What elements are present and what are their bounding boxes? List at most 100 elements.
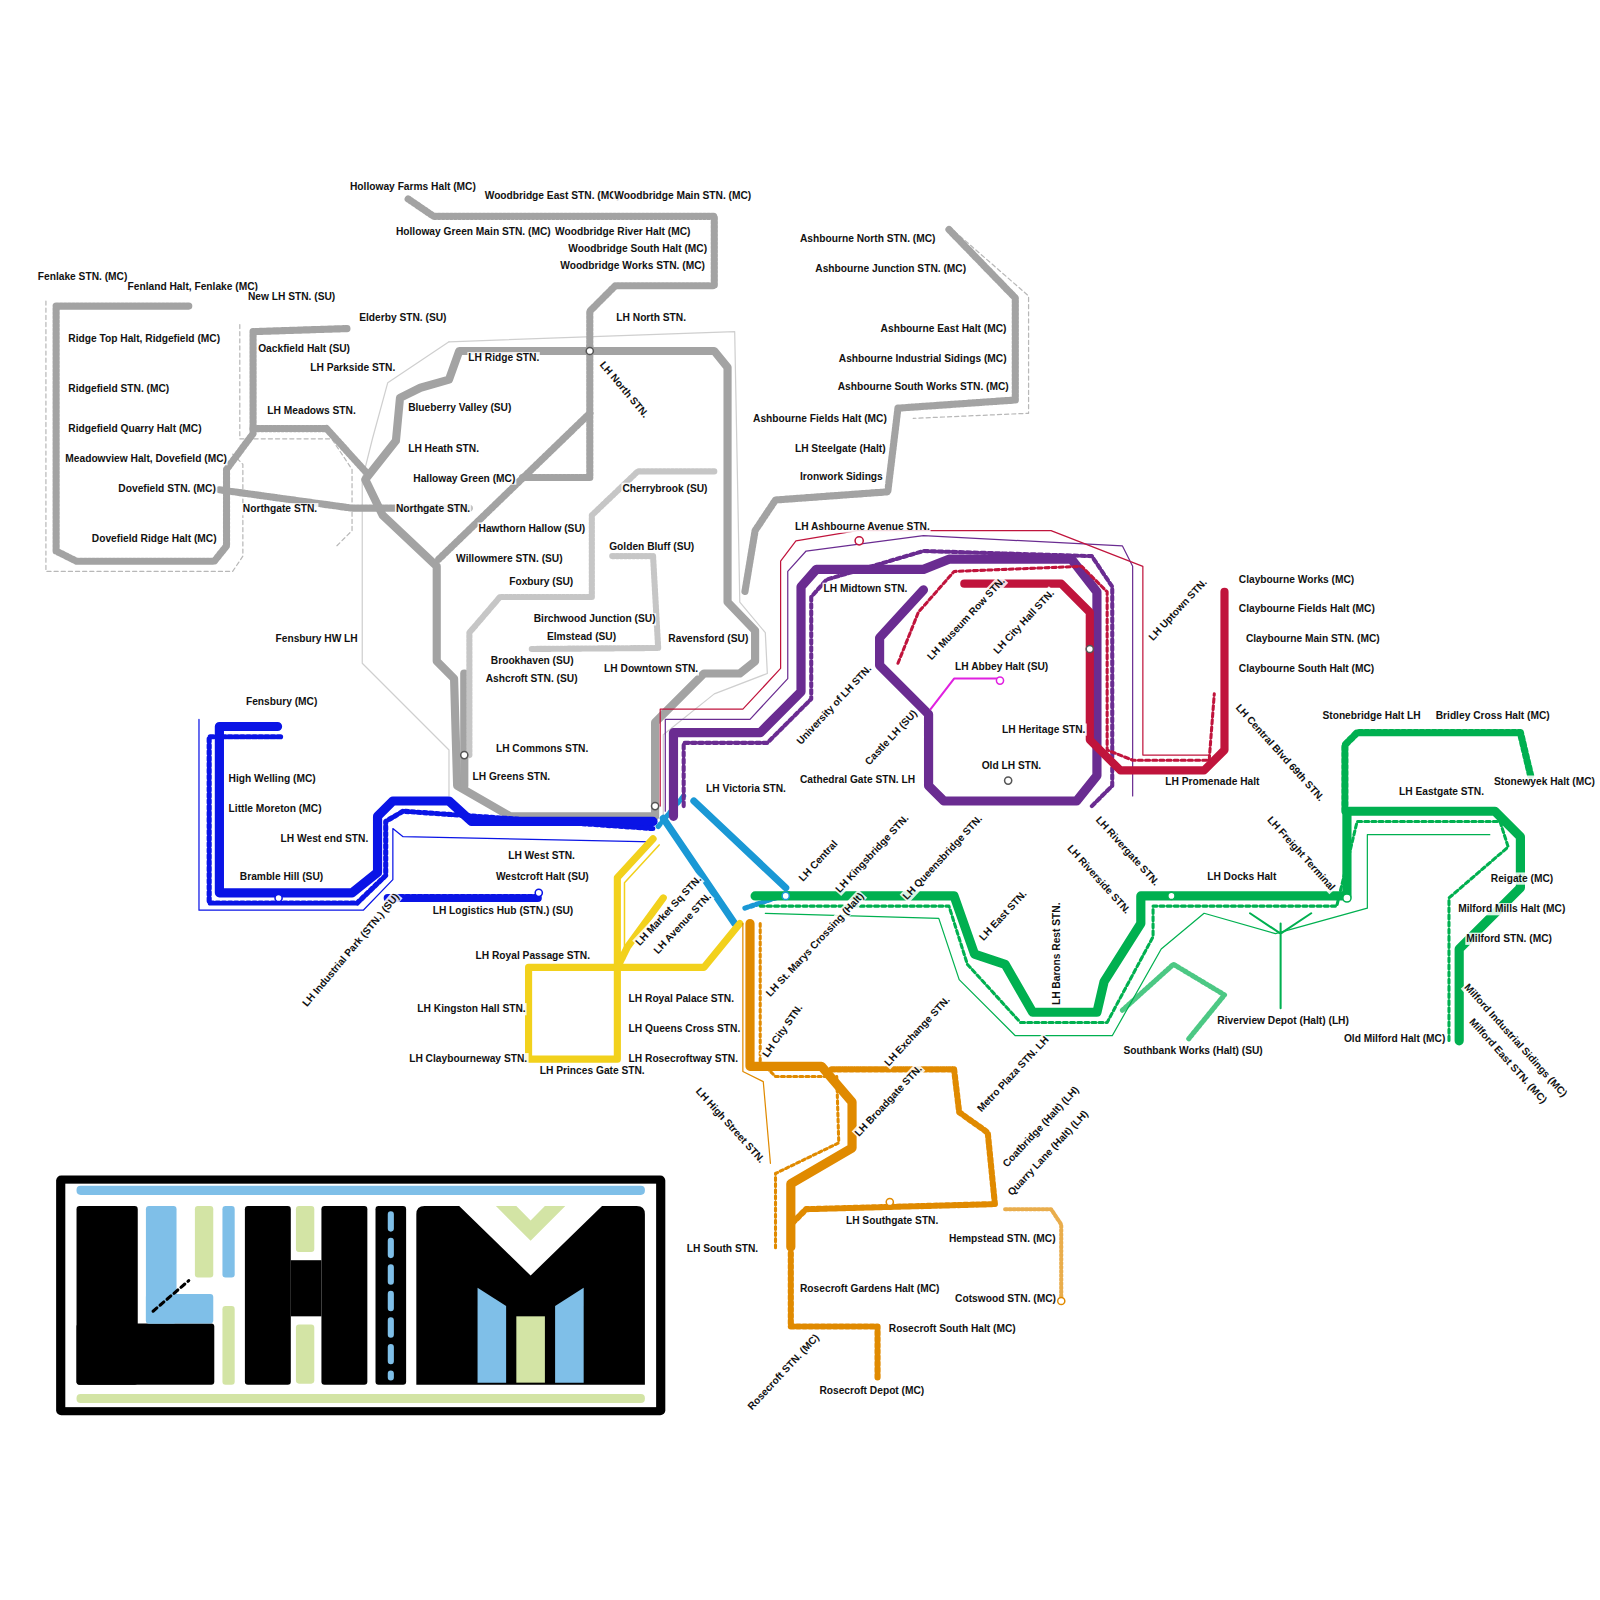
station-label: Northgate STN. bbox=[242, 503, 318, 515]
station-label: Foxbury (SU) bbox=[508, 576, 574, 588]
station-label: Ridge Top Halt, Ridgefield (MC) bbox=[67, 333, 221, 345]
station-label: LH Heath STN. bbox=[407, 443, 480, 455]
station-label: New LH STN. (SU) bbox=[247, 291, 336, 303]
station-label: Stonebridge Halt LH bbox=[1321, 710, 1421, 722]
station-label: LH Kingston Hall STN. bbox=[416, 1003, 526, 1015]
station-label: Old LH STN. bbox=[981, 760, 1043, 772]
station-label: Fensbury (MC) bbox=[245, 696, 318, 708]
station-label: Woodbridge River Halt (MC) bbox=[554, 226, 691, 238]
station-label: LH Midtown STN. bbox=[822, 583, 908, 595]
station-label: Reigate (MC) bbox=[1490, 872, 1554, 884]
station-label: LH South STN. bbox=[686, 1243, 759, 1255]
station-label: LH North STN. bbox=[615, 312, 687, 324]
station-label: LH Heritage STN. bbox=[1001, 723, 1086, 735]
station-label: LH Exchange STN. bbox=[881, 993, 953, 1069]
station-label: Elderby STN. (SU) bbox=[358, 312, 447, 324]
station-label: Ashbourne North STN. (MC) bbox=[799, 233, 937, 245]
station-label: Westcroft Halt (SU) bbox=[495, 870, 590, 882]
station-label: Woodbridge Works STN. (MC) bbox=[559, 260, 706, 272]
station-label: Oackfield Halt (SU) bbox=[257, 343, 351, 355]
station-label: LH Docks Halt bbox=[1206, 870, 1277, 882]
station-label: Northgate STN. bbox=[395, 503, 471, 515]
station-label: LH City STN. bbox=[759, 1001, 806, 1060]
station-label: LH Logistics Hub (STN.) (SU) bbox=[432, 905, 575, 917]
station-label: LH Steelgate (Halt) bbox=[794, 443, 887, 455]
station-label: Milford Mills Halt (MC) bbox=[1457, 903, 1566, 915]
station-label: Cotswood STN. (MC) bbox=[954, 1293, 1057, 1305]
station-label: LH Broadgate STN. bbox=[852, 1062, 926, 1140]
station-label: Claybourne Main STN. (MC) bbox=[1245, 633, 1381, 645]
station-label: Woodbridge Main STN. (MC) bbox=[613, 190, 752, 202]
station-label: Ashbourne Industrial Sidings (MC) bbox=[838, 353, 1008, 365]
station-label: Ashcroft STN. (SU) bbox=[485, 672, 579, 684]
station-label: LH City Hall STN. bbox=[990, 586, 1057, 657]
station-label: Holloway Farms Halt (MC) bbox=[349, 181, 477, 193]
station-label: Claybourne Fields Halt (MC) bbox=[1238, 603, 1376, 615]
station-label: Ashbourne East Halt (MC) bbox=[880, 322, 1008, 334]
station-label: LH East STN. bbox=[976, 887, 1030, 944]
station-label: Blueberry Valley (SU) bbox=[407, 402, 512, 414]
station-label: LH Queensbridge STN. bbox=[900, 812, 986, 903]
station-label: Ashbourne Junction STN. (MC) bbox=[814, 263, 967, 275]
station-label: Golden Bluff (SU) bbox=[608, 541, 695, 553]
station-label: LH Greens STN. bbox=[471, 770, 551, 782]
station-label: Rosecroft STN. (MC) bbox=[745, 1331, 823, 1413]
station-label: LH Ashbourne Avenue STN. bbox=[794, 520, 931, 532]
station-label: LH Meadows STN. bbox=[266, 405, 356, 417]
station-label: LH Kingsbridge STN. bbox=[832, 812, 912, 896]
station-label: Rosecroft Gardens Halt (MC) bbox=[799, 1283, 941, 1295]
station-label: LH North STN. bbox=[596, 358, 652, 421]
station-label: Little Moreton (MC) bbox=[228, 803, 323, 815]
station-label: Rosecroft Depot (MC) bbox=[818, 1385, 925, 1397]
station-label: Cathedral Gate STN. LH bbox=[799, 773, 916, 785]
station-label: Holloway Green Main STN. (MC) bbox=[395, 226, 552, 238]
station-label: Elmstead (SU) bbox=[546, 631, 617, 643]
station-label: Cherrybrook (SU) bbox=[621, 483, 708, 495]
station-label: Stonewyek Halt (MC) bbox=[1493, 776, 1596, 788]
station-label: Ashbourne South Works STN. (MC) bbox=[837, 381, 1010, 393]
station-label: LH High Street STN. bbox=[692, 1085, 767, 1167]
station-label: Halloway Green (MC) bbox=[412, 472, 516, 484]
station-label: Claybourne Works (MC) bbox=[1238, 573, 1356, 585]
station-label: LH Rosecroftway STN. bbox=[628, 1053, 739, 1065]
station-label: LH West end STN. bbox=[280, 833, 370, 845]
station-label: Hempstead STN. (MC) bbox=[948, 1233, 1057, 1245]
station-label: LH Central bbox=[796, 837, 842, 885]
station-label: Brookhaven (SU) bbox=[490, 655, 575, 667]
station-label: Milford Industrial Sidings (MC) bbox=[1461, 981, 1570, 1101]
station-label: LH Commons STN. bbox=[495, 743, 589, 755]
station-label: Ridgefield Quarry Halt (MC) bbox=[67, 422, 202, 434]
station-label: Castle LH (SU) bbox=[862, 707, 921, 769]
station-label: Riverview Depot (Halt) (LH) bbox=[1216, 1015, 1350, 1027]
station-label: LH Uptown STN. bbox=[1146, 576, 1211, 644]
station-label: LH Princes Gate STN. bbox=[539, 1065, 646, 1077]
station-label: LH Abbey Halt (SU) bbox=[954, 661, 1049, 673]
station-label: LH Southgate STN. bbox=[845, 1215, 939, 1227]
station-label: Dovefield Ridge Halt (MC) bbox=[91, 533, 218, 545]
station-label: LH Barons Rest STN. bbox=[1051, 901, 1063, 1006]
station-label: Bramble Hill (SU) bbox=[239, 870, 324, 882]
station-label: Birchwood Junction (SU) bbox=[533, 613, 657, 625]
lhm-logo bbox=[56, 1176, 665, 1416]
station-label: Woodbridge South Halt (MC) bbox=[567, 243, 708, 255]
station-label: Bridley Cross Halt (MC) bbox=[1435, 710, 1551, 722]
station-label: LH Victoria STN. bbox=[705, 783, 787, 795]
station-label: LH Parkside STN. bbox=[309, 362, 396, 374]
station-label: Milford STN. (MC) bbox=[1465, 933, 1553, 945]
station-label: Old Milford Halt (MC) bbox=[1343, 1033, 1447, 1045]
station-label: Ironwork Sidings bbox=[799, 470, 884, 482]
station-label: LH Royal Passage STN. bbox=[474, 950, 591, 962]
station-label: LH Industrial Park (STN.) (SU) bbox=[299, 890, 402, 1010]
station-label: High Welling (MC) bbox=[228, 772, 317, 784]
station-label: LH Promenade Halt bbox=[1164, 776, 1260, 788]
station-label: LH Downtown STN. bbox=[603, 663, 699, 675]
station-label: LH Royal Palace STN. bbox=[628, 993, 736, 1005]
station-label: Ridgefield STN. (MC) bbox=[67, 383, 170, 395]
station-label: Fenland Halt, Fenlake (MC) bbox=[127, 281, 259, 293]
station-label: Ashbourne Fields Halt (MC) bbox=[752, 413, 888, 425]
station-label: Southbank Works (Halt) (SU) bbox=[1122, 1045, 1263, 1057]
station-label: LH Ridge STN. bbox=[467, 352, 540, 364]
station-label: Fenlake STN. (MC) bbox=[37, 270, 129, 282]
station-label: LH Central Blvd 69th STN. bbox=[1232, 701, 1327, 805]
